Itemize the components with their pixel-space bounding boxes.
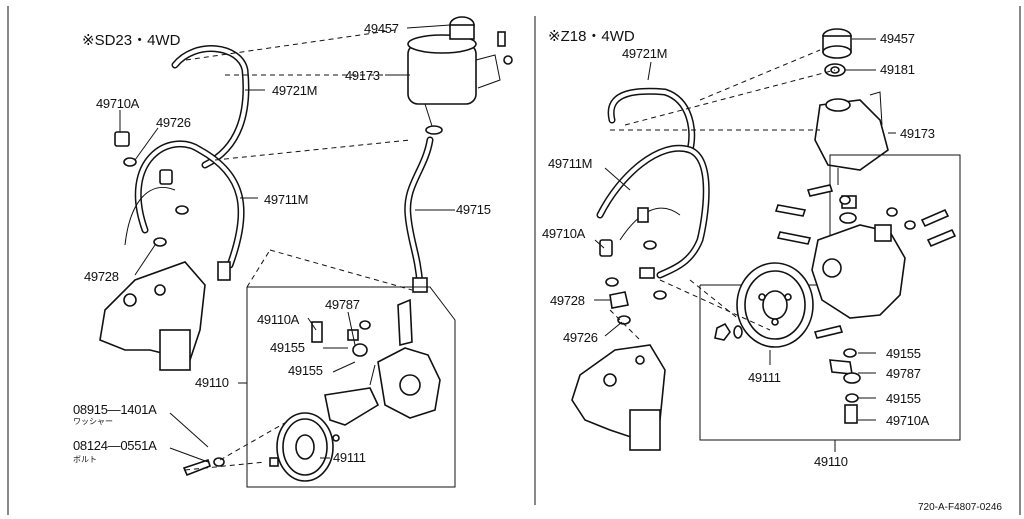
label-right-49710A-2: 49710A <box>886 413 930 428</box>
right-reservoir-49173 <box>814 91 889 185</box>
label-left-49728: 49728 <box>84 269 119 284</box>
label-right-49787: 49787 <box>886 366 921 381</box>
label-left-49710A: 49710A <box>96 96 140 111</box>
left-washer-49726 <box>123 157 137 167</box>
label-left-49457: 49457 <box>364 21 399 36</box>
label-right-49721M: 49721M <box>622 46 667 61</box>
left-hose-end <box>217 261 231 281</box>
left-bolt-08124 <box>182 457 225 477</box>
right-fitting-49710A-2 <box>844 404 858 424</box>
right-pulley-49111 <box>736 262 814 348</box>
label-left-49726: 49726 <box>156 115 191 130</box>
right-section: ※Z18・4WD 49721M 49457 49181 49173 49711M… <box>542 28 961 469</box>
left-reservoir-49173 <box>407 16 513 135</box>
label-right-49173: 49173 <box>900 126 935 141</box>
label-right-49457: 49457 <box>880 31 915 46</box>
label-right-49728: 49728 <box>550 293 585 308</box>
drawing-reference: 720-A-F4807-0246 <box>918 502 1002 513</box>
label-right-49181: 49181 <box>880 62 915 77</box>
left-gear-box <box>99 261 206 371</box>
label-right-49711M: 49711M <box>548 156 592 171</box>
label-left-49173: 49173 <box>345 68 380 83</box>
right-bolt <box>637 207 649 223</box>
label-left-49711M: 49711M <box>264 192 308 207</box>
right-pump <box>811 195 906 319</box>
label-left-08124-sub: ボルト <box>73 455 97 464</box>
right-fitting-49787 <box>829 359 853 375</box>
label-left-08915-sub: ワッシャー <box>73 417 113 426</box>
label-right-49710A: 49710A <box>542 226 586 241</box>
label-left-49155a: 49155 <box>270 340 305 355</box>
right-fitting-49710A <box>599 239 613 257</box>
label-right-49726: 49726 <box>563 330 598 345</box>
left-pump-box <box>246 286 456 488</box>
label-left-49111: 49111 <box>333 450 366 465</box>
label-left-49787: 49787 <box>325 297 360 312</box>
right-section-title: ※Z18・4WD <box>548 28 635 45</box>
right-bolt-1 <box>774 204 807 217</box>
right-washer-49155b <box>845 393 859 403</box>
label-right-49155b: 49155 <box>886 391 921 406</box>
label-left-49110: 49110 <box>195 375 229 390</box>
label-left-49155b: 49155 <box>288 363 323 378</box>
left-section-title: ※SD23・4WD <box>82 32 181 49</box>
left-section: ※SD23・4WD 49457 49173 49721M 49710A 4972… <box>73 16 513 488</box>
left-pump <box>311 298 441 426</box>
right-gear-box <box>571 344 666 451</box>
label-left-49110A: 49110A <box>257 312 300 327</box>
right-cap-49457 <box>822 28 852 59</box>
label-right-49110: 49110 <box>814 454 848 469</box>
right-nut <box>714 322 731 341</box>
left-hose-clamp <box>412 277 428 293</box>
label-left-08124: 08124—0551A <box>73 438 157 453</box>
label-left-08915: 08915—1401A <box>73 402 157 417</box>
label-left-49715: 49715 <box>456 202 491 217</box>
right-washer-49155a <box>843 348 857 358</box>
label-right-49111: 49111 <box>748 370 781 385</box>
left-pulley-49111 <box>269 412 340 482</box>
left-fitting-49710A <box>114 131 130 147</box>
left-bolt <box>497 31 506 47</box>
label-left-49721M: 49721M <box>272 83 317 98</box>
label-right-49155a: 49155 <box>886 346 921 361</box>
